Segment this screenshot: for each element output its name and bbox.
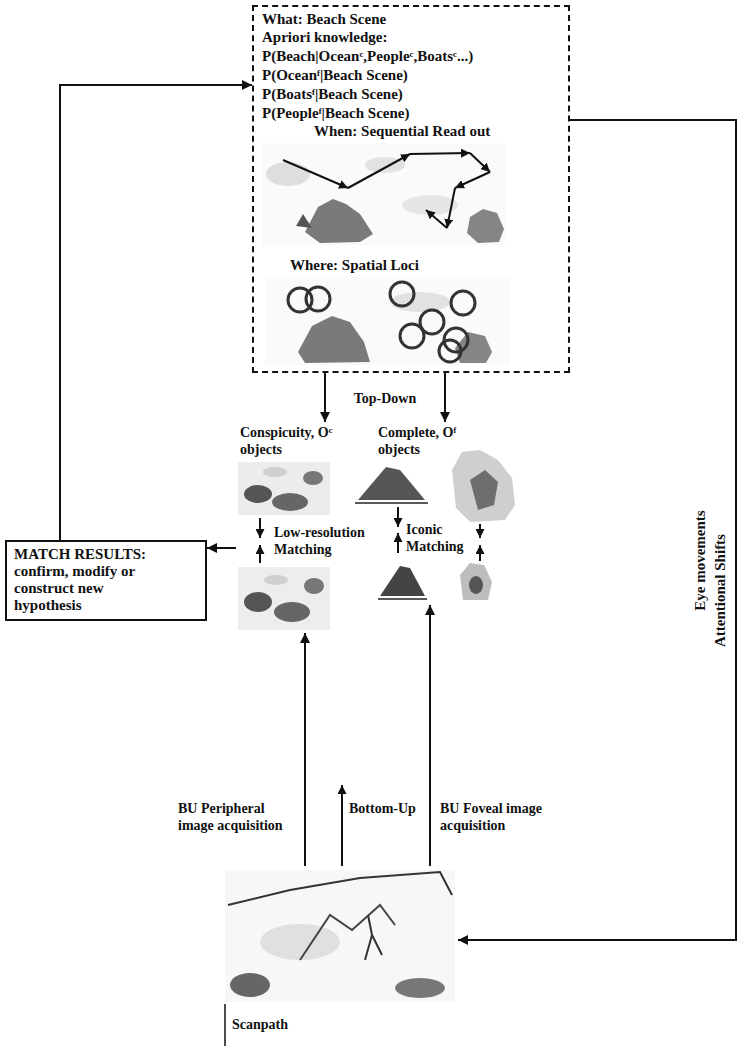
flow-arrow (458, 120, 736, 940)
object-sketch (355, 450, 515, 600)
flow-arrow (60, 85, 252, 540)
sketch-patch (390, 292, 450, 312)
rock-blob (298, 316, 370, 363)
shore-line (300, 905, 395, 960)
dashed-frame: What: Beach SceneApriori knowledge: P(Bea… (252, 5, 570, 373)
flow-arrow (429, 605, 431, 866)
scan-arrow (470, 153, 490, 172)
beach-sketch (262, 143, 505, 245)
flow-arrow (444, 373, 446, 422)
rock-object (358, 467, 425, 500)
dark-blob (395, 978, 445, 998)
match-arrow (259, 518, 261, 538)
locus-circle (439, 340, 461, 362)
ground-line (378, 598, 427, 600)
rock-blob (305, 199, 373, 243)
locus-circle (451, 291, 475, 315)
sketch-patch (264, 575, 288, 585)
dark-blob (244, 592, 272, 612)
locus-circle (306, 287, 330, 311)
lowres-sketch (238, 567, 330, 630)
beach-sketch (265, 277, 510, 365)
node-text: MATCH RESULTS: confirm, modify or constr… (14, 546, 171, 614)
node-text: Where: Spatial Loci (290, 257, 419, 274)
node-text: Apriori knowledge: (262, 29, 387, 46)
flow-arrow (304, 633, 306, 866)
locus-circle (390, 282, 414, 306)
sketch-ground (265, 277, 510, 365)
flow-label: Bottom-Up (349, 800, 416, 817)
sketch-ground (225, 870, 455, 1002)
scan-arrow (426, 210, 447, 228)
flow-label: Low-resolution Matching (274, 524, 372, 558)
node-text: P(Beach|Oceanᶜ,Peopleᶜ,Boatsᶜ...) (262, 48, 473, 65)
lowres-sketch (238, 462, 330, 515)
rock-blob (296, 214, 312, 228)
sketch-patch (263, 467, 287, 477)
scan-arrow (455, 172, 490, 188)
sequence-panel: When: Sequential Read out (262, 123, 562, 249)
flow-arrow (207, 547, 236, 549)
locus-circle (400, 324, 424, 348)
node-text: Complete, Oᶠ objects (378, 424, 478, 458)
scan-arrow (447, 188, 455, 228)
dark-blob (244, 485, 272, 503)
flow-arrow (324, 373, 326, 422)
figure-object (452, 450, 515, 522)
figure-object (460, 563, 492, 600)
match-arrow (479, 545, 481, 561)
match-arrow (397, 507, 399, 527)
sketch-ground (262, 143, 505, 245)
sketch-patch (266, 162, 310, 186)
flow-label: BU Foveal image acquisition (440, 800, 565, 834)
scene-sketch (225, 870, 455, 1002)
node-text: P(Peopleᶠ|Beach Scene) (262, 105, 409, 122)
scene-panel: Scanpath (222, 866, 458, 1048)
node-text: Scanpath (232, 1016, 288, 1033)
scan-arrow (410, 153, 470, 154)
flow-label: BU Peripheral image acquisition (178, 800, 296, 834)
figure-object (470, 470, 498, 510)
node-text: When: Sequential Read out (314, 123, 490, 140)
flow-label: Top-Down (340, 390, 430, 407)
sketch-ground (238, 567, 330, 630)
dark-blob (274, 602, 310, 622)
result-box: MATCH RESULTS: confirm, modify or constr… (5, 540, 207, 621)
node-text: P(Boatsᶠ|Beach Scene) (262, 86, 403, 103)
sketch-patch (260, 924, 340, 960)
match-arrow (259, 545, 261, 563)
rock-object (380, 566, 425, 596)
ground-line (355, 502, 428, 504)
dark-blob (272, 493, 308, 511)
dark-blob (304, 578, 324, 594)
figure-object (469, 576, 483, 594)
node-text: What: Beach Scene (262, 11, 386, 28)
loci-panel: Where: Spatial Loci (262, 257, 562, 367)
flow-label: Iconic Matching (406, 521, 476, 555)
object-panel: Complete, Oᶠ objects (360, 422, 520, 605)
bottom-up-arrow (341, 785, 343, 866)
person-figure (365, 915, 382, 960)
scan-arrows (283, 153, 490, 228)
loop-label: Eye movements (692, 510, 709, 610)
rock-blob (467, 209, 504, 243)
leader-line (224, 1004, 226, 1046)
node-text: Conspicuity, Oᶜ objects (240, 424, 354, 458)
scan-arrow (283, 160, 348, 188)
loop-label: Attentional Shifts (711, 534, 728, 647)
node-text: P(Oceanᶠ|Beach Scene) (262, 67, 408, 84)
sketch-ground (238, 462, 330, 515)
dark-blob (303, 471, 323, 485)
scan-arrow (348, 154, 410, 188)
shore-line (228, 872, 452, 905)
dark-blob (230, 973, 270, 997)
match-arrow (397, 533, 399, 553)
match-arrow (479, 524, 481, 538)
loci-circles (288, 282, 475, 362)
